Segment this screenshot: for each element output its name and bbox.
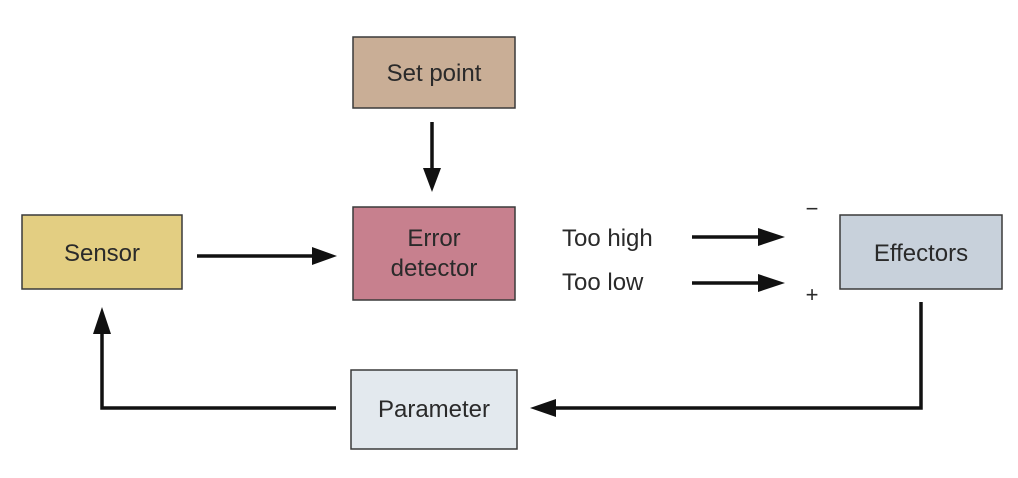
error-detector-label-line2: detector: [391, 255, 478, 282]
set-point-box: [352, 36, 516, 109]
arrowhead-left-icon: [530, 399, 556, 417]
sensor-node: Sensor: [21, 214, 183, 290]
parameter-node: Parameter: [350, 369, 518, 450]
arrow-set-point-to-error-detector: [423, 122, 441, 192]
set-point-label: Set point: [387, 60, 482, 87]
too-low-signal: Too low: [562, 269, 785, 296]
parameter-box: [350, 369, 518, 450]
arrowhead-up-icon: [93, 307, 111, 334]
too-high-signal: Too high: [562, 225, 785, 252]
too-high-label: Too high: [562, 225, 653, 252]
plus-sign: +: [806, 282, 819, 307]
error-detector-box: [352, 206, 516, 301]
arrowhead-right-icon: [758, 274, 785, 292]
too-low-label: Too low: [562, 269, 644, 296]
set-point-node: Set point: [352, 36, 516, 109]
arrow-sensor-to-error-detector: [197, 247, 337, 265]
effectors-label: Effectors: [874, 240, 968, 267]
arrow-effectors-to-parameter: [530, 302, 923, 417]
arrowhead-down-icon: [423, 168, 441, 192]
error-detector-node: Error detector: [352, 206, 516, 301]
minus-sign: −: [806, 196, 819, 221]
arrowhead-right-icon: [758, 228, 785, 246]
error-detector-label-line1: Error: [407, 225, 460, 252]
sensor-label: Sensor: [64, 240, 140, 267]
arrow-parameter-to-sensor: [93, 307, 336, 410]
effectors-node: Effectors: [839, 214, 1003, 290]
sensor-box: [21, 214, 183, 290]
parameter-label: Parameter: [378, 396, 490, 423]
effectors-box: [839, 214, 1003, 290]
arrowhead-right-icon: [312, 247, 337, 265]
